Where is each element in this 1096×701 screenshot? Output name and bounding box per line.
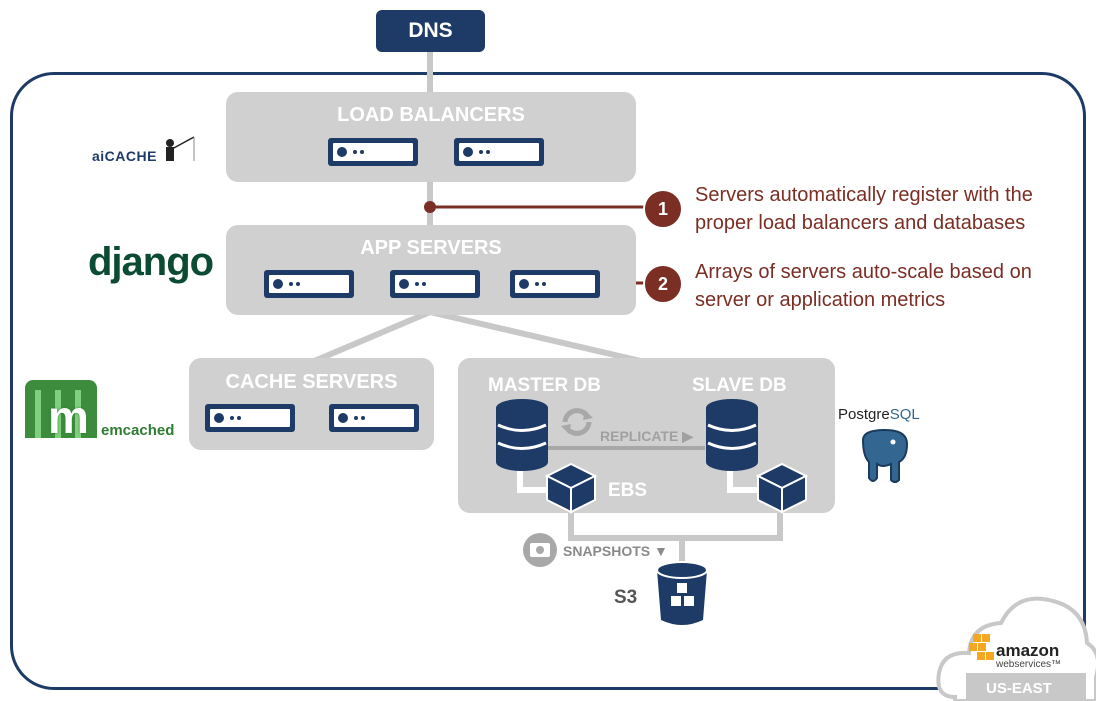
replicate-icon <box>561 408 593 436</box>
load-balancers-title: LOAD BALANCERS <box>337 104 525 126</box>
postgresql-logo-part-1: Postgre <box>838 406 890 423</box>
load-balancers-panel: LOAD BALANCERS <box>226 92 636 182</box>
note-2-badge: 2 <box>643 264 683 304</box>
amazon-logo: amazon <box>996 641 1060 660</box>
cache-servers-title: CACHE SERVERS <box>225 371 398 393</box>
postgresql-logo: PostgreSQL <box>838 406 920 423</box>
aicache-logo: aiCACHE <box>92 148 157 164</box>
ebs-label: EBS <box>608 480 648 501</box>
fisherman-icon <box>166 136 195 161</box>
s3-label: S3 <box>614 587 638 608</box>
slave-db-icon <box>706 399 758 471</box>
snapshots-label: SNAPSHOTS ▼ <box>563 543 668 559</box>
ebs-master-cube-icon <box>544 462 598 514</box>
app-server <box>264 270 354 298</box>
note-1-badge: 1 <box>643 189 683 229</box>
app-server <box>510 270 600 298</box>
note-1-line-2: proper load balancers and databases <box>695 212 1026 234</box>
load-balancer-server <box>328 138 418 166</box>
note-1-text: Servers automatically register with the … <box>695 181 1033 237</box>
aws-cloud-icon <box>936 596 1096 701</box>
postgresql-logo-part-2: SQL <box>889 406 920 423</box>
memcached-logo: emcached <box>101 422 175 439</box>
elephant-icon <box>861 428 909 483</box>
load-balancer-server <box>454 138 544 166</box>
note-1-line-1: Servers automatically register with the <box>695 184 1033 206</box>
note-2-line-2: server or application metrics <box>695 289 946 311</box>
app-servers-title: APP SERVERS <box>360 237 502 259</box>
note-2-line-1: Arrays of servers auto-scale based on <box>695 261 1032 283</box>
replicate-label: REPLICATE ▶ <box>600 428 693 444</box>
region-label: US-EAST <box>986 680 1052 697</box>
camera-icon <box>523 533 557 567</box>
memcached-logo-icon <box>25 380 97 438</box>
dns-box: DNS <box>376 10 485 52</box>
cache-server <box>329 404 419 432</box>
s3-bucket-icon <box>656 561 708 625</box>
cache-servers-panel: CACHE SERVERS <box>189 358 434 450</box>
memcached-m-letter: m <box>48 391 89 443</box>
master-db-icon <box>496 399 548 471</box>
master-db-label: MASTER DB <box>488 375 601 396</box>
note-2-text: Arrays of servers auto-scale based on se… <box>695 258 1032 314</box>
django-logo: django <box>88 240 214 284</box>
ebs-slave-cube-icon <box>755 462 809 514</box>
aws-logo: webservices™ <box>996 659 1062 670</box>
cache-server <box>205 404 295 432</box>
app-server <box>390 270 480 298</box>
app-servers-panel: APP SERVERS <box>226 225 636 315</box>
slave-db-label: SLAVE DB <box>692 375 787 396</box>
